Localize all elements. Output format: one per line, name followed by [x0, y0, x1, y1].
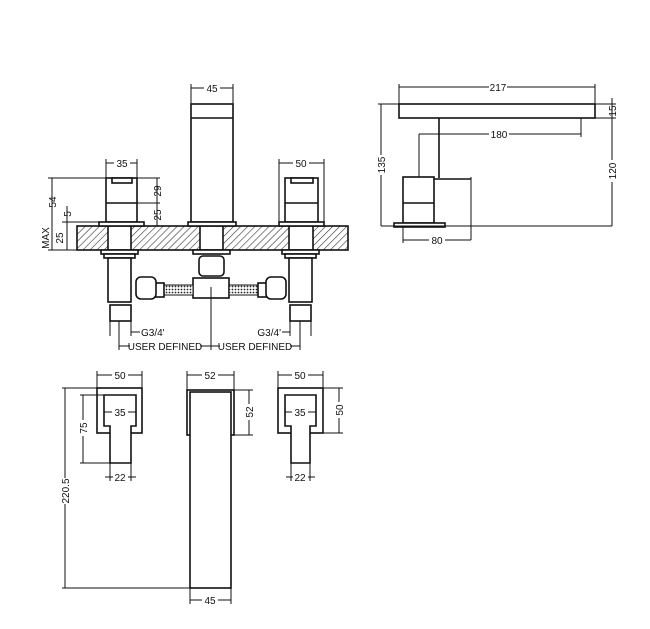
- dim-handle-lower: 25: [153, 209, 164, 221]
- dim-overall-length: 217: [490, 83, 507, 94]
- spout-plan: [189, 391, 232, 589]
- left-handle-front: [98, 177, 145, 227]
- label-max: MAX: [41, 227, 52, 249]
- dim-right-handle-width: 50: [295, 159, 307, 170]
- dim-right-lever-width: 22: [294, 473, 306, 484]
- dim-deck-thickness: 25: [55, 232, 66, 244]
- under-deck-fittings: [100, 249, 320, 322]
- dim-left-handle-width: 35: [116, 159, 128, 170]
- left-compression-nut: [135, 276, 157, 300]
- dim-spout-height: 120: [608, 162, 619, 179]
- dim-right-inner-width: 35: [294, 408, 306, 419]
- handle-side: [402, 176, 435, 224]
- front-dimensions: 45 35 50 29 25 54 5 MAX 25 G3: [41, 82, 325, 353]
- dim-spout-length: 220.5: [61, 478, 72, 503]
- dim-overall-height: 54: [48, 196, 59, 208]
- right-compression-nut: [265, 276, 287, 300]
- label-left-thread: G3/4': [141, 328, 165, 339]
- dim-right-plate-width: 50: [294, 371, 306, 382]
- front-view: 45 35 50 29 25 54 5 MAX 25 G3: [41, 82, 349, 353]
- dim-left-plate-width: 50: [114, 371, 126, 382]
- dim-left-lever-width: 22: [114, 473, 126, 484]
- dim-right-spacing: USER DEFINED: [218, 342, 292, 353]
- dim-handle-upper: 29: [153, 185, 164, 197]
- side-view: 217 135 15 120 180 80: [376, 81, 619, 247]
- dim-projection: 180: [491, 130, 508, 141]
- right-tap-hole: [288, 225, 314, 251]
- dim-spout-thickness: 15: [608, 105, 619, 117]
- spout-front: [187, 103, 237, 227]
- plan-view: 50 35 75 22 52 52 45 220.5: [60, 369, 346, 607]
- dim-left-inner-width: 35: [114, 408, 126, 419]
- spout-hole: [199, 225, 224, 251]
- label-right-thread: G3/4': [257, 328, 281, 339]
- dim-spout-plate-width: 52: [204, 371, 216, 382]
- dim-spout-width-plan: 45: [204, 596, 216, 607]
- braided-hose-right: [228, 284, 259, 296]
- braided-hose-left: [163, 284, 194, 296]
- dim-spout-width: 45: [206, 84, 218, 95]
- left-tap-hole: [107, 225, 132, 251]
- dim-overall-height-side: 135: [377, 156, 388, 173]
- dim-left-depth-label: 75: [79, 422, 90, 434]
- dim-spout-plate-depth: 52: [245, 406, 256, 418]
- dim-right-plate-depth: 50: [335, 404, 346, 416]
- dim-base-depth: 80: [431, 236, 443, 247]
- spout-side: [398, 103, 596, 119]
- right-handle-front: [278, 177, 325, 227]
- dim-left-spacing: USER DEFINED: [128, 342, 202, 353]
- dim-plate-thickness: 5: [63, 211, 74, 217]
